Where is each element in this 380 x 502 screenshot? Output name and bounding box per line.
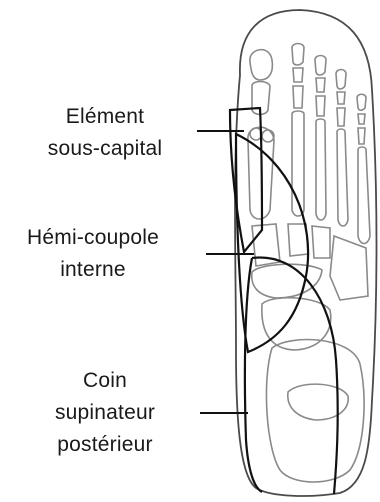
metatarsal-bones [248,111,370,244]
tarsal-bones [252,224,368,482]
calcaneus-tuberosity [288,384,348,420]
big-toe-distal-phalanx [250,50,273,80]
metatarsal-3 [316,119,326,220]
label-element-sous-capital: Elément sous-capital [20,101,190,165]
toe5-distal-phalanx [357,94,366,110]
label-line: Coin [20,365,190,397]
metatarsal-5 [358,147,370,244]
toe5-proximal-phalanx [358,128,365,144]
lateral-cuneiform [312,226,330,258]
toe4-proximal-phalanx [337,108,345,126]
label-hemi-coupole-interne: Hémi-coupole interne [0,222,186,286]
toe4-middle-phalanx [337,92,345,104]
toe3-proximal-phalanx [316,96,325,116]
label-line: Elément [20,101,190,133]
toe2-middle-phalanx [293,68,303,82]
label-line: Hémi-coupole [0,222,186,254]
metatarsal-4 [337,129,348,226]
label-line: interne [0,254,186,286]
toe3-distal-phalanx [315,56,326,76]
foot-outline [235,10,377,496]
label-line: sous-capital [20,133,190,165]
label-coin-supinateur-posterieur: Coin supinateur postérieur [20,365,190,461]
orthotic-zones [230,108,338,494]
sesamoid-bone [262,130,274,142]
label-line: postérieur [20,429,190,461]
calcaneus-bone [266,340,364,482]
toe3-middle-phalanx [316,78,325,92]
toe5-middle-phalanx [358,114,365,124]
toe2-proximal-phalanx [293,86,303,108]
label-line: supinateur [20,397,190,429]
intermediate-cuneiform [288,224,308,256]
navicular-bone [252,264,322,298]
cuboid-bone [330,236,368,300]
toe2-distal-phalanx [292,44,304,66]
toe4-distal-phalanx [336,70,346,90]
zone-coin-supinateur-posterieur [245,257,338,494]
